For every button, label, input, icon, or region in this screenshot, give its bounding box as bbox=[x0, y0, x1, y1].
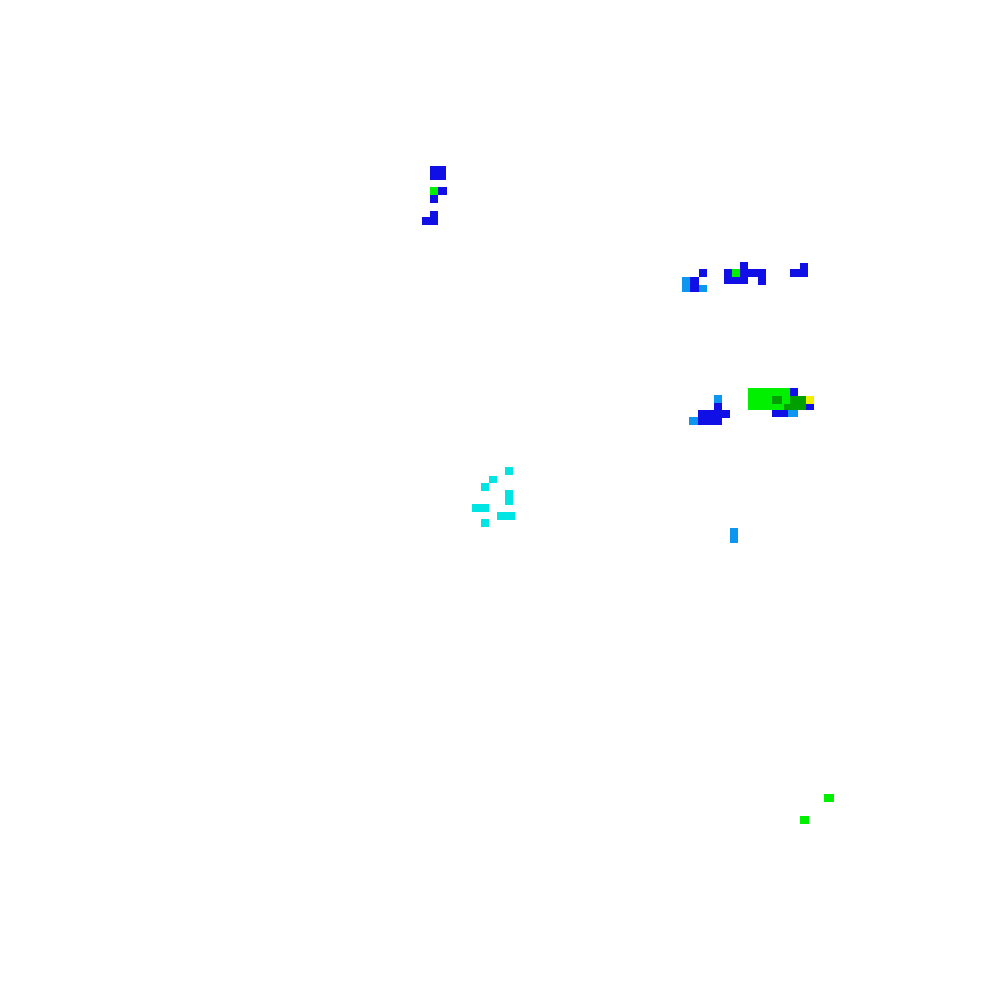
echo-cell-blue bbox=[430, 195, 438, 203]
echo-cell-blue bbox=[699, 269, 707, 277]
echo-cell-cyan bbox=[497, 512, 515, 520]
echo-cell-blue bbox=[772, 410, 788, 417]
echo-cell-blue bbox=[740, 269, 766, 277]
echo-cell-blue bbox=[740, 262, 748, 270]
echo-cell-green bbox=[748, 398, 772, 410]
echo-cell-cyan bbox=[489, 476, 497, 483]
echo-cell-blue bbox=[430, 211, 438, 219]
echo-cell-cyan bbox=[472, 504, 489, 512]
echo-cell-green bbox=[732, 269, 740, 277]
echo-cell-green bbox=[430, 187, 438, 195]
echo-cell-green bbox=[782, 396, 790, 404]
echo-cell-green bbox=[772, 404, 784, 410]
echo-cell-dark-green bbox=[784, 404, 794, 410]
echo-cell-blue bbox=[800, 263, 808, 270]
echo-cell-light-blue bbox=[730, 528, 738, 543]
echo-cell-light-blue bbox=[682, 277, 690, 292]
echo-cell-cyan bbox=[505, 490, 513, 505]
echo-cell-yellow bbox=[806, 396, 814, 404]
cluster-northeast bbox=[682, 262, 808, 292]
echo-cell-light-blue bbox=[699, 285, 707, 292]
echo-cell-green bbox=[824, 794, 834, 802]
echo-cell-blue bbox=[790, 269, 808, 277]
cell-isolated-east bbox=[730, 528, 738, 543]
echo-cell-blue bbox=[806, 404, 814, 410]
echo-cell-blue bbox=[724, 277, 748, 284]
cluster-east bbox=[689, 388, 814, 425]
echo-cell-blue bbox=[698, 418, 722, 425]
echo-cell-cyan bbox=[505, 467, 513, 475]
echo-cell-blue bbox=[430, 166, 446, 180]
echo-cell-dark-green bbox=[790, 396, 806, 404]
echo-cell-blue bbox=[438, 187, 447, 195]
echo-cell-green bbox=[800, 816, 809, 824]
echo-cell-blue bbox=[758, 277, 766, 285]
echo-cell-blue bbox=[724, 269, 732, 277]
cluster-center-cyan bbox=[472, 467, 515, 527]
echo-cell-blue bbox=[422, 217, 438, 225]
echo-cell-blue bbox=[714, 403, 722, 411]
echo-cell-light-blue bbox=[714, 395, 722, 403]
echo-cell-blue bbox=[790, 388, 798, 396]
cluster-northwest bbox=[422, 166, 447, 225]
echo-cell-cyan bbox=[481, 483, 489, 491]
cluster-southeast bbox=[800, 794, 834, 824]
echo-cell-light-blue bbox=[689, 417, 698, 425]
echo-cell-blue bbox=[690, 277, 699, 292]
echo-cell-blue bbox=[698, 410, 730, 418]
echo-cell-cyan bbox=[481, 519, 489, 527]
echo-cell-dark-green bbox=[794, 404, 806, 410]
echo-cell-dark-green bbox=[772, 396, 782, 404]
echo-cell-light-blue bbox=[788, 410, 798, 417]
echo-cell-green bbox=[748, 388, 790, 398]
